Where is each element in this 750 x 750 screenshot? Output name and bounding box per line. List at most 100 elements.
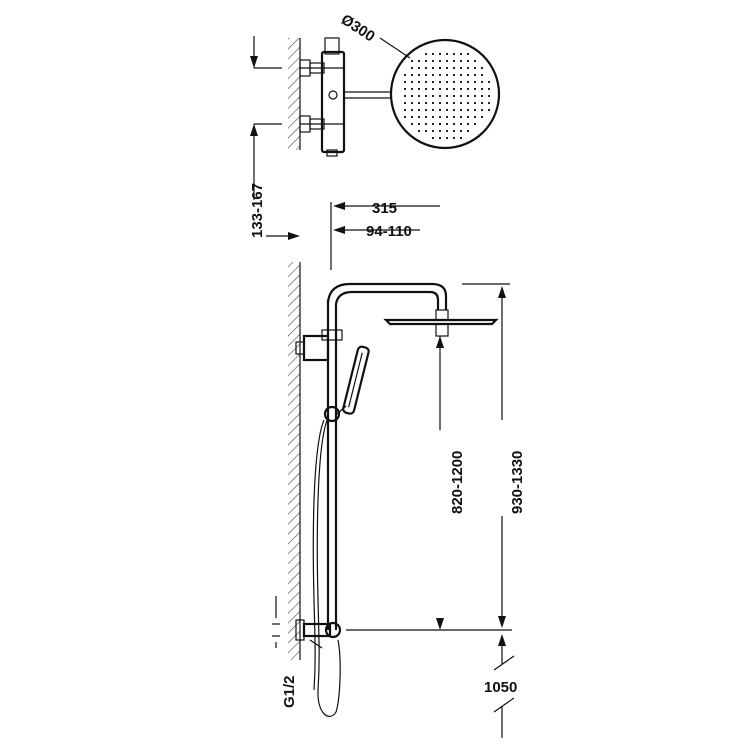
nozzle-dot xyxy=(439,60,441,62)
nozzle-dot xyxy=(467,88,469,90)
nozzle-dot xyxy=(446,53,448,55)
thread-size-label: G1/2 xyxy=(281,675,298,708)
nozzle-dot xyxy=(467,102,469,104)
nozzle-dot xyxy=(488,88,490,90)
nozzle-dot xyxy=(460,67,462,69)
hand-shower xyxy=(323,345,370,423)
head-height-long-dimension: 930-1330 xyxy=(462,283,526,628)
wall-fitting-lower xyxy=(299,115,325,133)
nozzle-dot xyxy=(453,102,455,104)
head-height-short-dimension: 820-1200 xyxy=(436,336,466,514)
nozzle-dot xyxy=(453,60,455,62)
nozzle-dot xyxy=(432,102,434,104)
nozzle-dot xyxy=(460,130,462,132)
top-view: Ø300 xyxy=(288,11,501,157)
shower-arm-side xyxy=(326,282,448,310)
nozzle-dot xyxy=(488,109,490,111)
nozzle-dot xyxy=(411,102,413,104)
nozzle-dot xyxy=(411,60,413,62)
nozzle-dot xyxy=(425,81,427,83)
nozzle-dot xyxy=(467,53,469,55)
nozzle-dot xyxy=(453,81,455,83)
nozzle-dot xyxy=(446,109,448,111)
nozzle-dot xyxy=(425,95,427,97)
nozzle-dot xyxy=(481,67,483,69)
wall-bracket xyxy=(295,329,343,362)
nozzle-dot xyxy=(432,137,434,139)
nozzle-dot xyxy=(474,116,476,118)
riser-pipe xyxy=(326,300,338,630)
nozzle-dot xyxy=(411,88,413,90)
nozzle-dot xyxy=(467,130,469,132)
nozzle-dot xyxy=(488,81,490,83)
nozzle-dot xyxy=(439,137,441,139)
shower-arm-top xyxy=(344,91,392,99)
nozzle-dot xyxy=(425,123,427,125)
nozzle-dot xyxy=(425,88,427,90)
nozzle-dot xyxy=(425,60,427,62)
shower-head-side xyxy=(383,309,499,337)
wall-fitting-upper xyxy=(299,59,325,77)
nozzle-dot xyxy=(439,67,441,69)
nozzle-dot xyxy=(439,102,441,104)
nozzle-dot xyxy=(453,130,455,132)
centers-spacing-label: 133-167 xyxy=(249,183,266,238)
nozzle-dot xyxy=(467,60,469,62)
nozzle-dot xyxy=(467,95,469,97)
nozzle-dot xyxy=(474,109,476,111)
nozzle-dot xyxy=(411,123,413,125)
nozzle-dot xyxy=(446,116,448,118)
shower-hose xyxy=(316,417,341,717)
nozzle-dot xyxy=(404,81,406,83)
nozzle-dot xyxy=(404,102,406,104)
nozzle-dot xyxy=(460,60,462,62)
nozzle-dot xyxy=(488,95,490,97)
nozzle-dot xyxy=(460,109,462,111)
arm-reach-label: 315 xyxy=(372,200,397,217)
thermostat-body-top xyxy=(320,37,346,157)
nozzle-dot xyxy=(446,137,448,139)
nozzle-dot xyxy=(425,102,427,104)
nozzle-dot xyxy=(460,116,462,118)
nozzle-dot xyxy=(467,74,469,76)
wall-hatch-top xyxy=(288,38,300,150)
nozzle-dot xyxy=(453,123,455,125)
nozzle-dot xyxy=(481,88,483,90)
nozzle-dot xyxy=(453,95,455,97)
nozzle-dot xyxy=(432,95,434,97)
nozzle-dot xyxy=(432,123,434,125)
nozzle-dot xyxy=(446,95,448,97)
nozzle-dot xyxy=(439,81,441,83)
nozzle-dot xyxy=(432,67,434,69)
nozzle-dot xyxy=(425,116,427,118)
nozzle-dot xyxy=(481,95,483,97)
nozzle-dot xyxy=(481,102,483,104)
nozzle-dot xyxy=(453,116,455,118)
nozzle-dot xyxy=(467,109,469,111)
nozzle-dot xyxy=(467,116,469,118)
nozzle-dot xyxy=(432,81,434,83)
nozzle-dot xyxy=(474,95,476,97)
nozzle-dot xyxy=(481,81,483,83)
nozzle-dot xyxy=(418,102,420,104)
nozzle-dot xyxy=(446,67,448,69)
diameter-leader xyxy=(379,37,411,59)
nozzle-dot xyxy=(404,74,406,76)
nozzle-dot xyxy=(411,95,413,97)
nozzle-dot xyxy=(418,109,420,111)
nozzle-dot xyxy=(439,109,441,111)
nozzle-dot xyxy=(404,109,406,111)
nozzle-dot xyxy=(411,74,413,76)
nozzle-dot xyxy=(460,88,462,90)
nozzle-dot xyxy=(432,130,434,132)
nozzle-dot xyxy=(467,81,469,83)
nozzle-dot xyxy=(418,95,420,97)
nozzle-dot xyxy=(404,88,406,90)
nozzle-dot xyxy=(432,60,434,62)
nozzle-dot xyxy=(404,116,406,118)
nozzle-dot xyxy=(439,88,441,90)
nozzle-dot xyxy=(425,53,427,55)
nozzle-dot xyxy=(460,123,462,125)
nozzle-dot xyxy=(418,67,420,69)
nozzle-dot xyxy=(467,123,469,125)
